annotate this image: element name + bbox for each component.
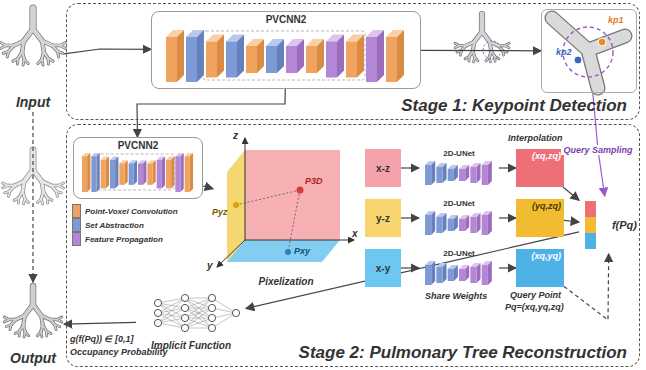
annotation-label: Share Weights — [425, 291, 487, 301]
annotation-label: z — [233, 130, 238, 141]
pixelization-cube — [217, 138, 354, 267]
connector-arrow — [564, 220, 579, 222]
connector-arrow — [32, 112, 33, 282]
output-label: Output — [2, 282, 64, 368]
legend-swatch — [72, 204, 81, 218]
feature-box: (xq,zq) — [516, 149, 564, 187]
connector-arrow — [499, 167, 516, 168]
connector-arrow — [499, 267, 516, 268]
annotation-label: y — [207, 260, 213, 271]
connector-arrow — [401, 267, 419, 268]
legend-row: Point-Voxel Convolution — [72, 204, 178, 218]
keypoint-zoom: kp1 kp2 — [541, 9, 637, 93]
connector-arrow — [246, 232, 579, 309]
mlp-network: Implicit Function — [136, 291, 246, 351]
pixelization-cube: Pixelization — [213, 131, 359, 287]
node-text: (xq,yq) — [531, 251, 561, 261]
feature-vector: f(Pq) — [579, 196, 639, 254]
legend-text: Feature Propagation — [85, 235, 163, 244]
connector-arrow — [203, 186, 213, 189]
annotation-label: Interpolation — [508, 133, 563, 143]
node-text: Output — [10, 350, 56, 366]
connector-arrow — [64, 49, 151, 54]
node-text: x-y — [376, 263, 390, 274]
node-text: f(Pq) — [612, 219, 637, 231]
connector-arrow — [563, 187, 579, 200]
annotation-label: g(f(Pq)) ∈ [0,1] — [70, 334, 134, 344]
stage-panel: Stage 2: Pulmonary Tree Reconstruction PV… — [66, 124, 640, 367]
node-text: (xq,zq) — [532, 151, 561, 161]
legend-text: Set Abstraction — [85, 221, 144, 230]
annotation-label: x — [352, 228, 358, 239]
legend-row: Feature Propagation — [72, 232, 178, 246]
feature-box: (xq,yq) — [516, 249, 564, 287]
node-text: Stage 1: Keypoint Detection — [401, 96, 627, 116]
plane-box: x-y — [365, 249, 401, 287]
node-text: kp2 — [556, 47, 636, 57]
node-text: (yq,zq) — [532, 201, 561, 211]
node-text: 2D-UNet — [443, 149, 475, 158]
annotation-label: Occupancy Probability — [70, 347, 168, 357]
node-text: kp1 — [608, 15, 636, 25]
legend-row: Set Abstraction — [72, 218, 178, 232]
annotation-label: Pxy — [294, 246, 310, 256]
connector-arrow — [64, 322, 136, 324]
feature-box: (yq,zq) — [516, 199, 564, 237]
connector-arrow — [401, 217, 419, 218]
node-text: x-z — [376, 163, 390, 174]
connector-arrow — [137, 89, 285, 137]
node-text: Input — [16, 94, 50, 110]
node-text: 2D-UNet — [443, 199, 475, 208]
unet-block: 2D-UNet — [419, 199, 499, 237]
network-box: PVCNN2 — [151, 11, 421, 89]
plane-box: y-z — [365, 199, 401, 237]
node-text: y-z — [376, 213, 390, 224]
legend-swatch — [72, 232, 81, 246]
zoom-illustration — [483, 18, 625, 88]
node-text: Stage 2: Pulmonary Tree Reconstruction — [299, 343, 627, 363]
annotation-label: P3D — [305, 176, 323, 186]
node-text: PVCNN2 — [266, 14, 307, 25]
annotation-label: Query Point — [510, 290, 561, 300]
pulmonary-tree — [1, 8, 509, 337]
connector-arrow — [401, 167, 419, 168]
network-box: PVCNN2 — [73, 137, 203, 199]
edge-label: Query Sampling — [561, 145, 634, 155]
connector-arrow — [421, 50, 541, 52]
unet-block: 2D-UNet — [419, 149, 499, 187]
unet-block: 2D-UNet — [419, 249, 499, 287]
node-text: PVCNN2 — [118, 140, 159, 151]
annotation-label: Pq=(xq,yq,zq) — [505, 302, 564, 312]
annotation-label: Pyz — [212, 207, 228, 217]
stage-panel: Stage 1: Keypoint Detection PVCNN2 kp1 kp2 — [66, 3, 640, 120]
plane-box: x-z — [365, 149, 401, 187]
connector-arrow — [564, 254, 609, 320]
input-label: Input — [2, 4, 64, 112]
node-text: Pixelization — [258, 276, 313, 287]
legend: Point-Voxel ConvolutionSet AbstractionFe… — [72, 204, 178, 246]
legend-swatch — [72, 218, 81, 232]
node-text: 2D-UNet — [443, 249, 475, 258]
connector-arrow — [499, 217, 516, 218]
legend-text: Point-Voxel Convolution — [85, 207, 178, 216]
